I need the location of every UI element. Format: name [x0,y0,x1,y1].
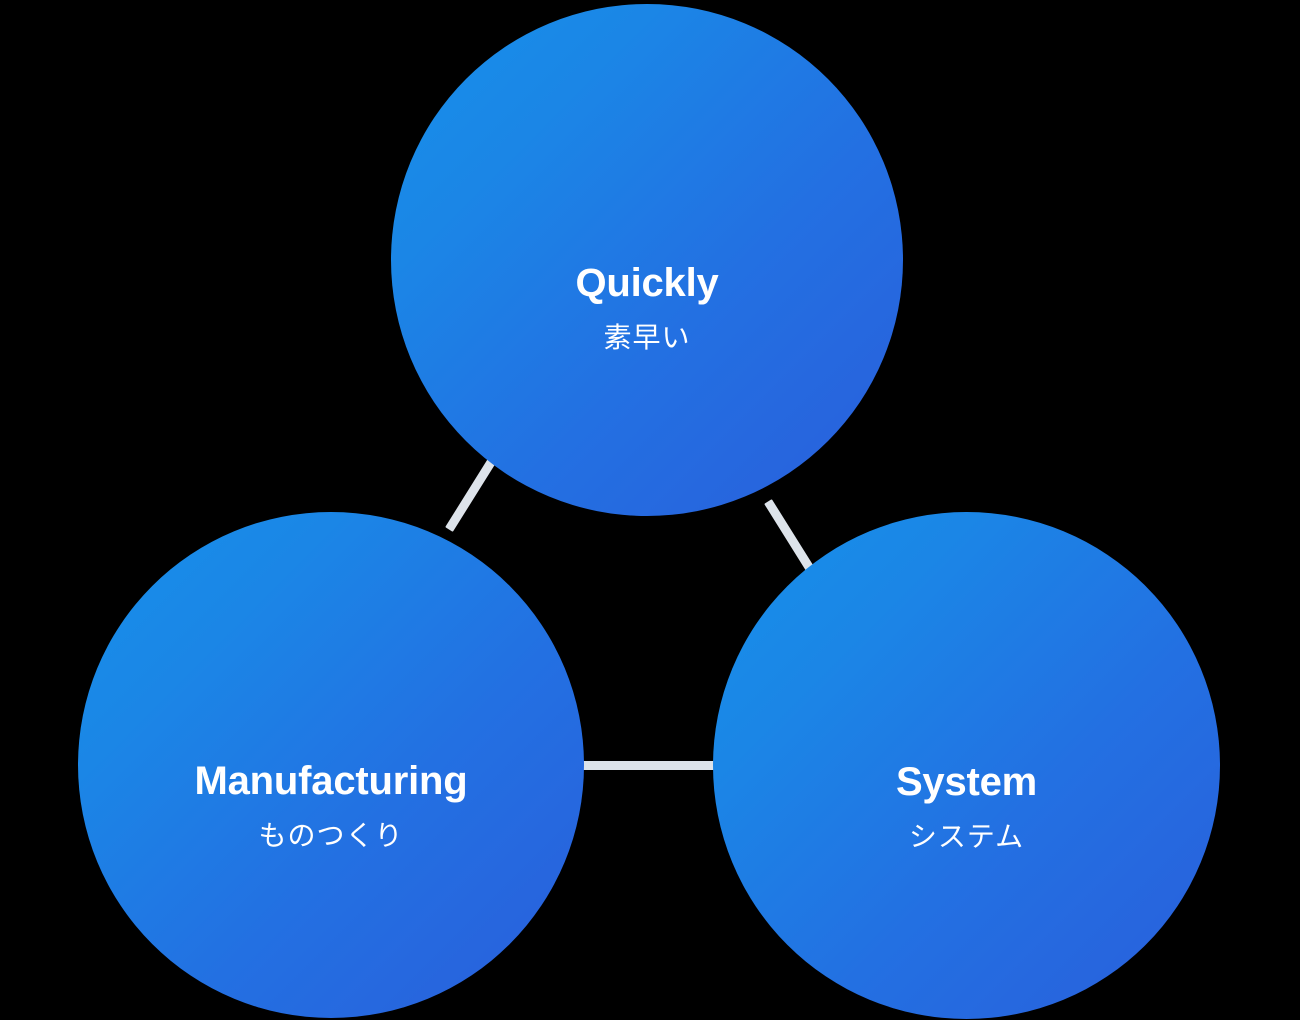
node-quickly[interactable]: Quickly 素早い [391,4,903,516]
node-system[interactable]: System システム [713,512,1220,1019]
node-manufacturing[interactable]: Manufacturing ものつくり [78,512,584,1018]
node-system-subtitle: システム [908,820,1025,852]
connector-manufacturing-system [580,761,716,770]
node-quickly-subtitle: 素早い [603,322,691,354]
node-quickly-title: Quickly [575,261,719,306]
node-system-title: System [895,759,1038,804]
node-manufacturing-title: Manufacturing [194,759,468,804]
node-manufacturing-subtitle: ものつくり [258,820,404,852]
